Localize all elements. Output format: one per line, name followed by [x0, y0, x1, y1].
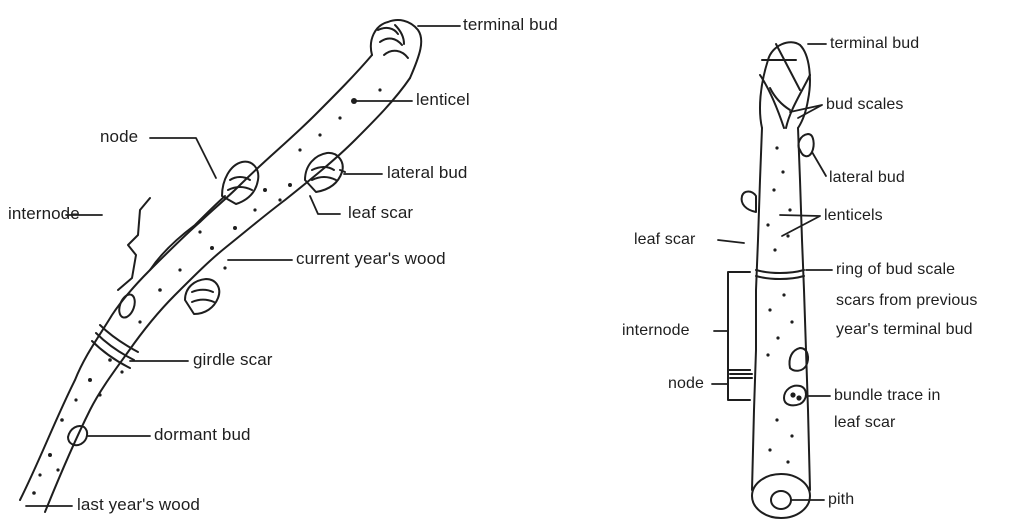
label-right-ring-line2: scars from previous — [836, 291, 978, 310]
label-left-current-wood: current year's wood — [296, 249, 446, 269]
label-left-lateral-bud: lateral bud — [387, 163, 468, 183]
label-right-lenticels: lenticels — [824, 206, 883, 225]
label-right-node: node — [668, 374, 704, 393]
label-left-leaf-scar: leaf scar — [348, 203, 413, 223]
label-right-bundle-line1: bundle trace in — [834, 386, 940, 405]
label-left-last-wood: last year's wood — [77, 495, 200, 515]
leader-left-node — [150, 138, 216, 178]
label-left-girdle-scar: girdle scar — [193, 350, 273, 370]
label-right-bundle-line2: leaf scar — [834, 413, 895, 432]
label-right-ring-line1: ring of bud scale — [836, 260, 955, 279]
label-right-leaf-scar: leaf scar — [634, 230, 695, 249]
left-lateral-bud — [305, 153, 345, 192]
right-bud-scale-ring-2 — [756, 276, 804, 279]
label-left-terminal-bud: terminal bud — [463, 15, 558, 35]
leader-left-leaf-scar — [310, 196, 340, 214]
label-right-internode: internode — [622, 321, 690, 340]
right-bud-scale-ring — [756, 270, 804, 273]
label-left-internode: internode — [8, 204, 80, 224]
left-lower-bud — [185, 279, 219, 314]
leader-right-lateral-bud — [812, 152, 826, 176]
label-right-ring-line3: year's terminal bud — [836, 320, 973, 339]
right-internode-bracket — [728, 272, 750, 370]
right-left-bud — [742, 192, 756, 213]
label-right-lateral-bud: lateral bud — [829, 168, 905, 187]
label-right-bud-scales: bud scales — [826, 95, 904, 114]
right-stem-left-edge — [752, 128, 762, 490]
label-right-pith: pith — [828, 490, 854, 509]
right-stem-right-edge — [798, 128, 810, 490]
right-twig — [728, 128, 810, 518]
right-pith — [771, 491, 791, 509]
right-lenticels — [766, 146, 793, 463]
label-right-terminal-bud: terminal bud — [830, 34, 919, 53]
leader-right-lenticels — [780, 215, 820, 236]
label-left-node: node — [100, 127, 138, 147]
leader-right-leaf-scar — [718, 240, 744, 243]
left-terminal-bud — [371, 20, 421, 78]
left-girdle-ring-1 — [100, 325, 138, 352]
right-lateral-bud — [798, 134, 813, 156]
label-left-dormant-bud: dormant bud — [154, 425, 251, 445]
label-left-lenticel: lenticel — [416, 90, 470, 110]
right-cut-end — [752, 474, 810, 518]
right-lower-buds — [784, 348, 808, 405]
